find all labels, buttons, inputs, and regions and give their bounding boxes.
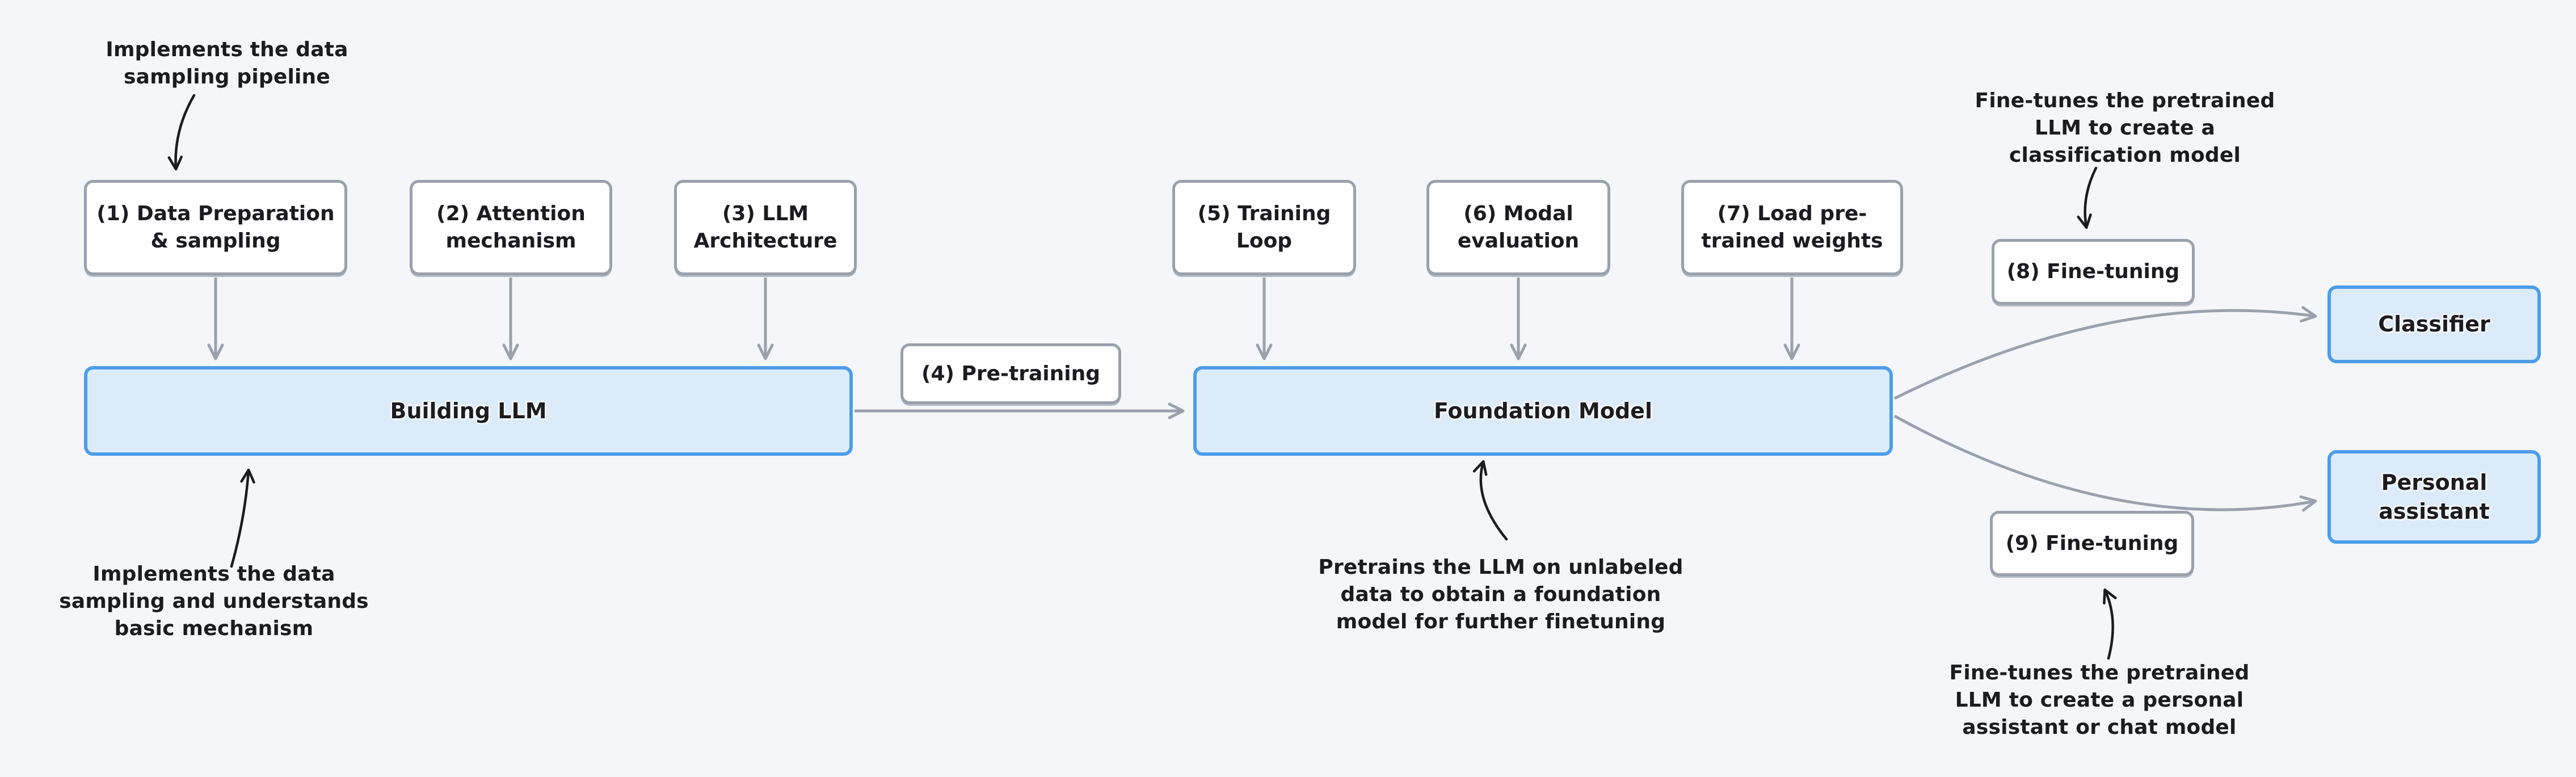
step-box-5-label: (5) Training Loop (1197, 202, 1331, 253)
arrow-note-to-building-llm (230, 468, 255, 568)
arrow-note-to-foundation (1472, 460, 1508, 541)
arrow-note-to-step1 (167, 94, 196, 171)
annotation-finetune-classification-model: Fine-tunes the pretrained LLM to create … (1975, 89, 2275, 167)
annotation-pretrains-foundation-model: Pretrains the LLM on unlabeled data to o… (1318, 556, 1683, 633)
step-box-7-load-pretrained-weights: (7) Load pre- trained weights (1681, 180, 1903, 275)
step-box-4-label: (4) Pre-training (921, 362, 1100, 385)
foundation-model-box: Foundation Model (1193, 366, 1893, 456)
arrow-note-to-step9 (2103, 588, 2117, 660)
annotation-finetune-personal-assistant: Fine-tunes the pretrained LLM to create … (1949, 661, 2250, 739)
step-box-6-label: (6) Modal evaluation (1457, 202, 1580, 253)
step-box-2-label: (2) Attention mechanism (436, 202, 586, 253)
classifier-box: Classifier (2327, 285, 2541, 363)
foundation-model-label: Foundation Model (1434, 398, 1652, 423)
arrow-foundation-to-classifier (1893, 306, 2317, 400)
step-box-7-label: (7) Load pre- trained weights (1701, 202, 1883, 253)
personal-assistant-box: Personal assistant (2327, 450, 2541, 544)
classifier-label: Classifier (2378, 312, 2490, 337)
arrow-note-to-step8 (2077, 166, 2098, 229)
step-box-8-fine-tuning: (8) Fine-tuning (1992, 239, 2195, 305)
step-box-1-label: (1) Data Preparation & sampling (96, 202, 335, 253)
step-box-9-fine-tuning: (9) Fine-tuning (1990, 511, 2194, 576)
building-llm-box: Building LLM (84, 366, 853, 456)
step-box-9-label: (9) Fine-tuning (2005, 531, 2179, 555)
building-llm-label: Building LLM (390, 398, 547, 423)
step-box-3-llm-architecture: (3) LLM Architecture (674, 180, 857, 275)
personal-assistant-label: Personal assistant (2379, 470, 2490, 524)
step-box-1-data-preparation: (1) Data Preparation & sampling (84, 180, 347, 275)
step-box-5-training-loop: (5) Training Loop (1172, 180, 1356, 275)
step-box-2-attention-mechanism: (2) Attention mechanism (410, 180, 612, 275)
step-box-6-modal-evaluation: (6) Modal evaluation (1426, 180, 1610, 275)
annotation-data-sampling-pipeline: Implements the data sampling pipeline (106, 38, 348, 89)
arrow-foundation-to-personal-assistant (1893, 414, 2317, 512)
step-box-8-label: (8) Fine-tuning (2006, 260, 2180, 284)
step-box-4-pre-training: (4) Pre-training (900, 343, 1121, 404)
annotation-data-sampling-basic-mechanism: Implements the data sampling and underst… (59, 562, 369, 640)
step-box-3-label: (3) LLM Architecture (693, 202, 837, 253)
